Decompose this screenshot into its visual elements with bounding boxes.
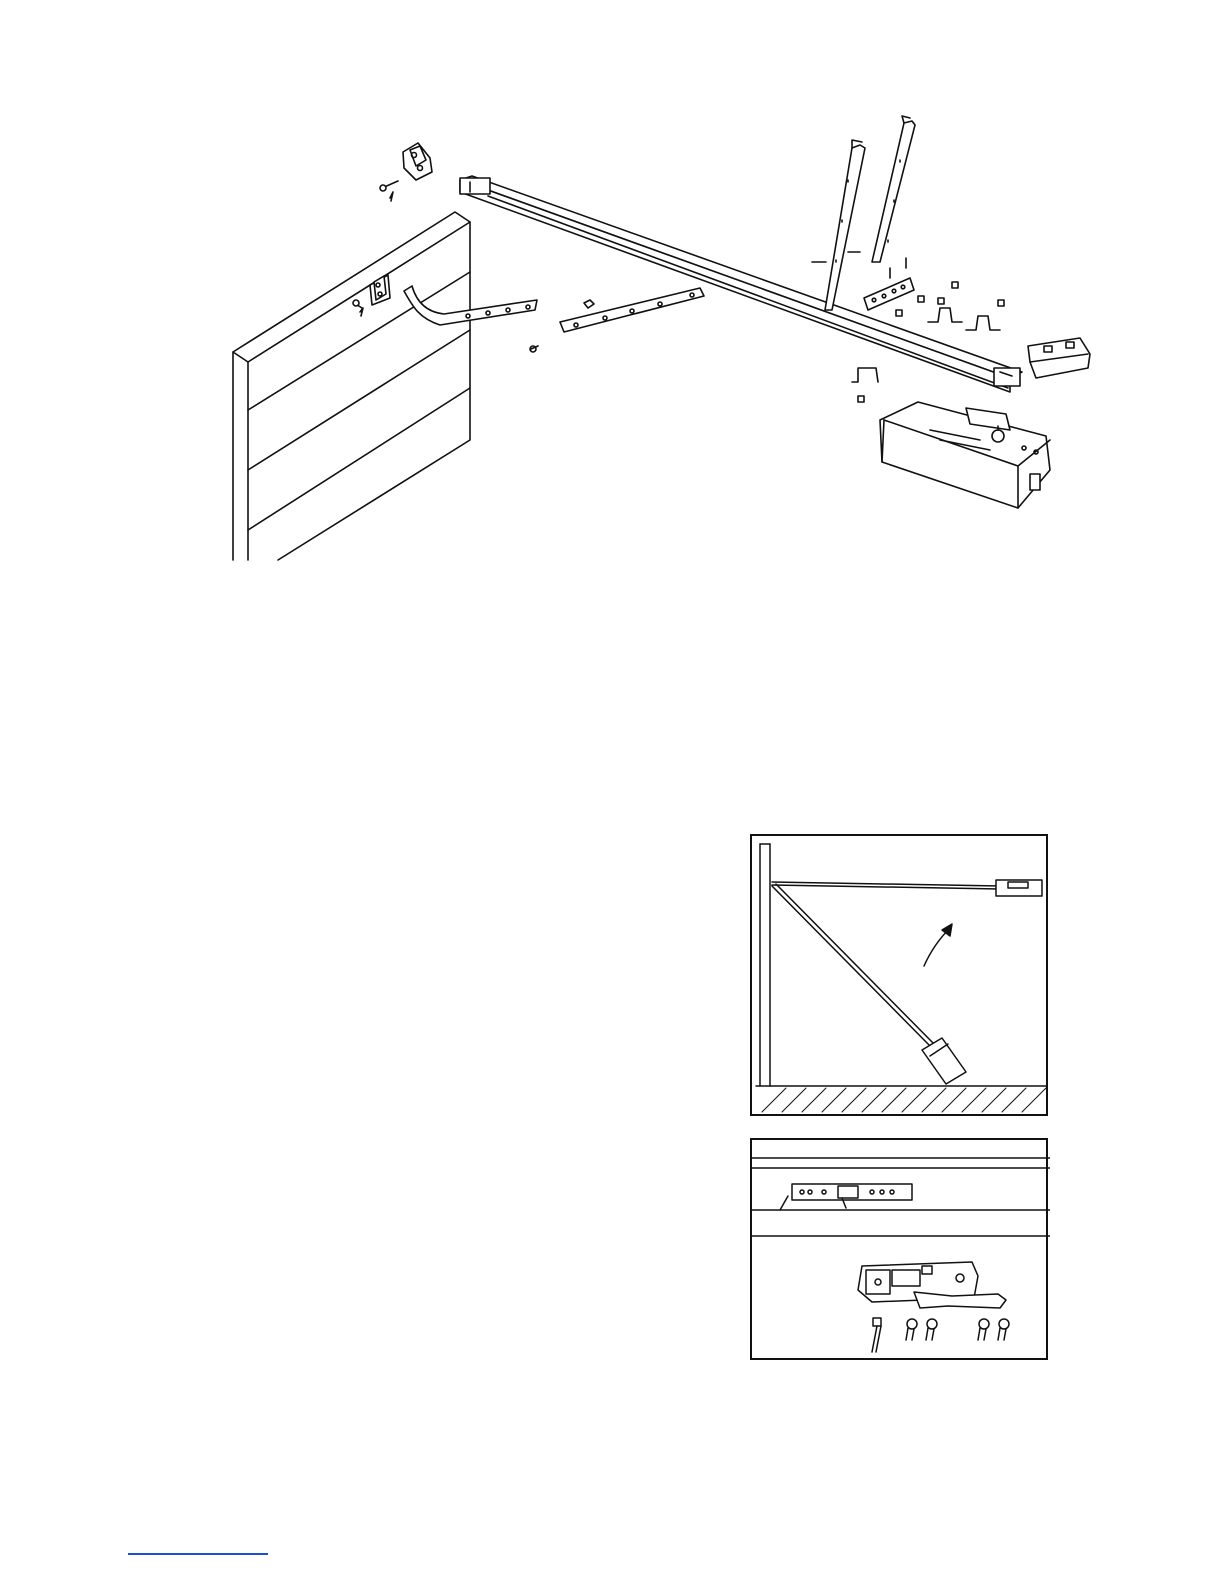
- floor: [756, 1086, 1046, 1112]
- curved-door-arm: [404, 286, 538, 352]
- perforated-bracket: [864, 278, 914, 310]
- hanging-bracket-left: [812, 140, 865, 310]
- inset-trolley: [750, 1138, 1048, 1360]
- motor-unit: [880, 402, 1050, 508]
- trolley: [858, 1262, 1006, 1308]
- wall: [760, 844, 770, 1086]
- rail-track-view: [752, 1158, 1050, 1236]
- screw-3: [926, 1319, 937, 1340]
- footer-link[interactable]: [128, 1553, 268, 1555]
- rail-raised: [772, 880, 1042, 896]
- rail-end-cap: [1028, 338, 1090, 378]
- header-bracket: [380, 143, 432, 201]
- screw-5: [998, 1319, 1009, 1340]
- rail: [460, 176, 1022, 392]
- straight-door-arm: [560, 288, 704, 332]
- curved-up-arrow: [924, 924, 952, 966]
- hanging-bracket-right: [872, 116, 915, 278]
- screw-4: [978, 1319, 989, 1340]
- exploded-assembly-diagram: [0, 0, 1224, 600]
- screw-1: [872, 1318, 881, 1352]
- screws: [872, 1318, 1009, 1352]
- inset-rail-raise: [750, 834, 1048, 1116]
- door-panel: [233, 212, 470, 560]
- screw-2: [906, 1319, 917, 1340]
- rail-lowered: [772, 884, 966, 1084]
